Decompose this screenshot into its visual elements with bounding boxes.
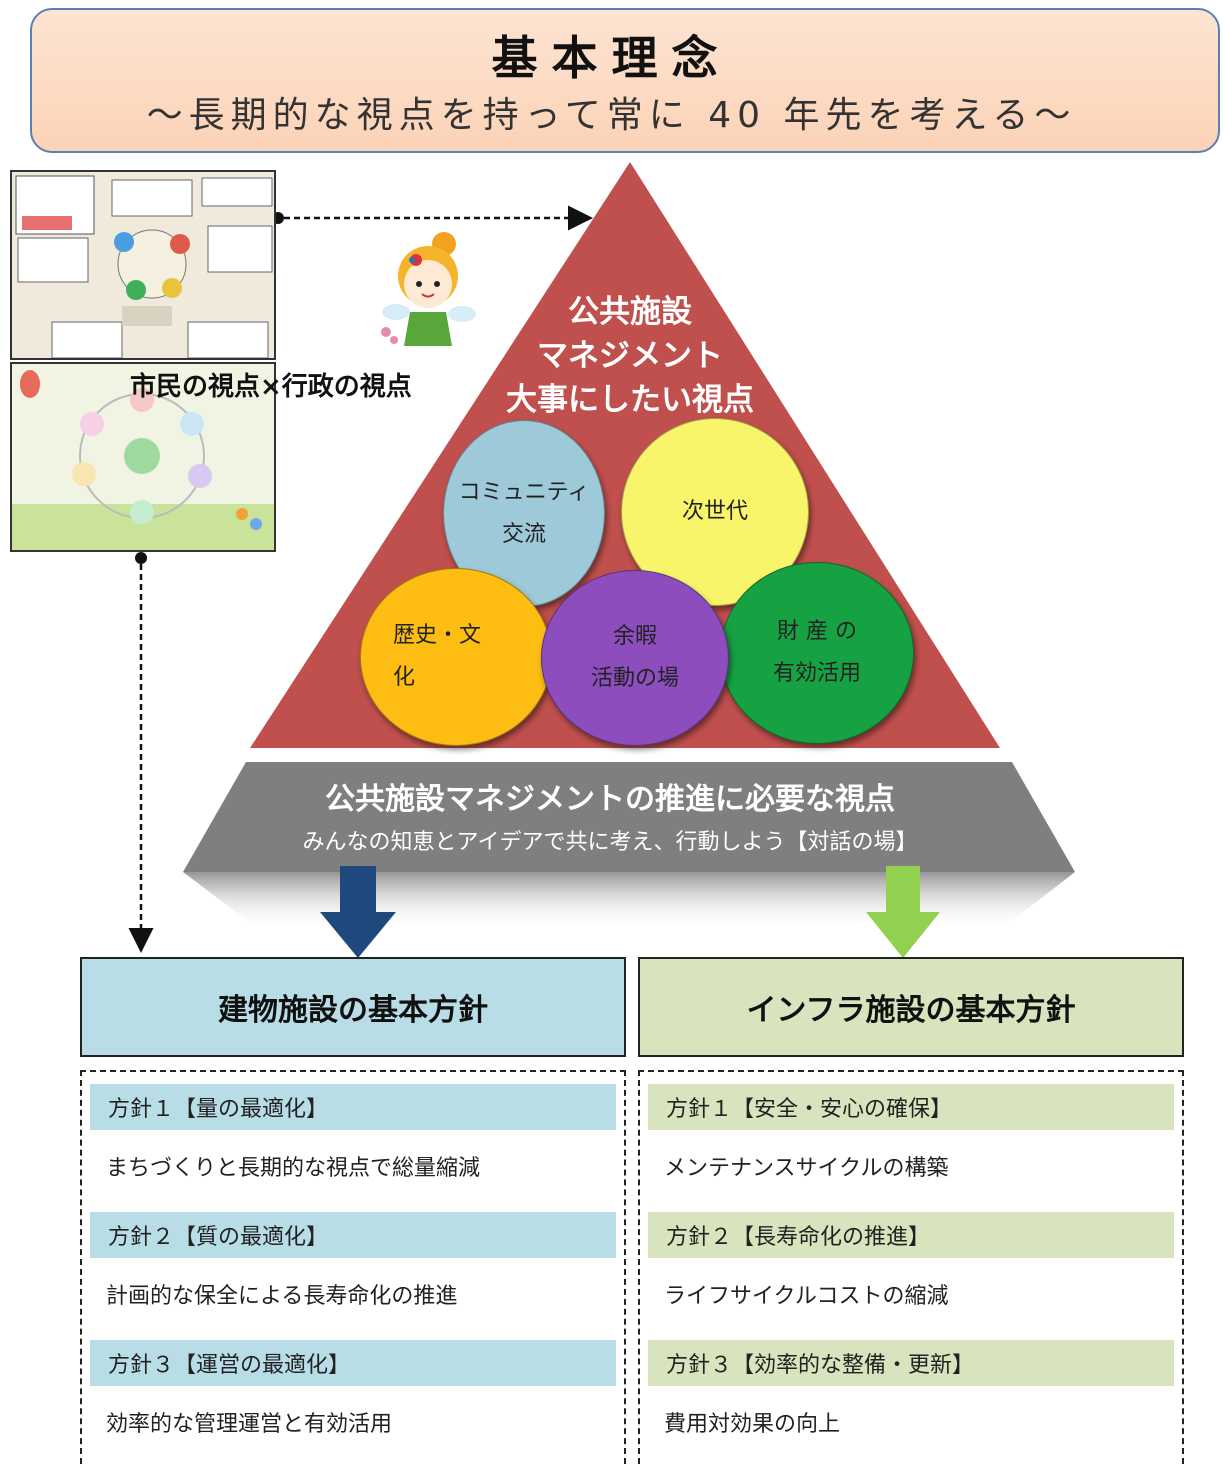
- infra-policy-3-desc: 費用対効果の向上: [664, 1412, 841, 1437]
- header-title: 基本理念: [491, 31, 732, 85]
- building-policy-list: 方針１【量の最適化】 まちづくりと長期的な視点で総量縮減 方針２【質の最適化】 …: [80, 1070, 626, 1464]
- pyramid-title-line: マネジメント: [537, 338, 723, 374]
- building-policy-3-label: 方針３【運営の最適化】: [90, 1340, 616, 1386]
- band-subtitle: みんなの知恵とアイデアで共に考え、行動しよう【対話の場】: [302, 830, 918, 855]
- circle-history-culture: 歴史・文 化: [360, 568, 552, 746]
- circle-label: 余暇: [612, 624, 657, 649]
- infra-policy-3-label: 方針３【効率的な整備・更新】: [648, 1340, 1174, 1386]
- band-title: 公共施設マネジメントの推進に必要な視点: [325, 782, 895, 817]
- circle-label: 有効活用: [772, 661, 861, 686]
- building-policy-header: 建物施設の基本方針: [80, 957, 626, 1057]
- infra-policy-2-desc: ライフサイクルコストの縮減: [664, 1284, 949, 1309]
- workshop-map-image: [10, 362, 276, 552]
- circle-label: 歴史・文: [393, 623, 482, 648]
- building-policy-2-desc: 計画的な保全による長寿命化の推進: [106, 1284, 458, 1309]
- citizen-admin-view-caption: 市民の視点×行政の視点: [130, 372, 412, 402]
- mascot-character-image: [372, 228, 482, 358]
- pyramid-title-line: 公共施設: [568, 294, 692, 330]
- connector-dot-bottom: [135, 552, 147, 564]
- header-banner: [30, 8, 1220, 153]
- header-subtitle: ～長期的な視点を持って常に 40 年先を考える～: [146, 95, 1077, 136]
- building-policy-1-label: 方針１【量の最適化】: [90, 1084, 616, 1130]
- pyramid-title: 公共施設 マネジメント 大事にしたい視点: [440, 290, 820, 422]
- circle-label: 交流: [501, 521, 546, 547]
- building-policy-2-label: 方針２【質の最適化】: [90, 1212, 616, 1258]
- infra-policy-1-label: 方針１【安全・安心の確保】: [648, 1084, 1174, 1130]
- circle-label: コミュニティ: [458, 479, 590, 505]
- band: [183, 762, 1075, 872]
- infra-policy-header: インフラ施設の基本方針: [638, 957, 1184, 1057]
- circle-label: 次世代: [681, 499, 748, 524]
- arrow-down-left: [320, 866, 396, 958]
- circle-label: 活動の場: [590, 666, 679, 691]
- arrow-down-right: [866, 866, 940, 958]
- circle-leisure: 余暇 活動の場: [541, 570, 729, 746]
- infra-policy-list: 方針１【安全・安心の確保】 メンテナンスサイクルの構築 方針２【長寿命化の推進】…: [638, 1070, 1184, 1464]
- circle-label: 財 産 の: [777, 619, 857, 644]
- workshop-poster-image: [10, 170, 276, 360]
- infra-policy-2-label: 方針２【長寿命化の推進】: [648, 1212, 1174, 1258]
- band-shadow: [183, 872, 1075, 930]
- circle-label: 化: [393, 665, 416, 690]
- building-policy-3-desc: 効率的な管理運営と有効活用: [106, 1412, 393, 1437]
- circle-asset-utilization: 財 産 の 有効活用: [720, 562, 914, 744]
- pyramid-title-line: 大事にしたい視点: [506, 382, 754, 418]
- infra-policy-1-desc: メンテナンスサイクルの構築: [664, 1156, 949, 1181]
- building-policy-1-desc: まちづくりと長期的な視点で総量縮減: [106, 1156, 481, 1181]
